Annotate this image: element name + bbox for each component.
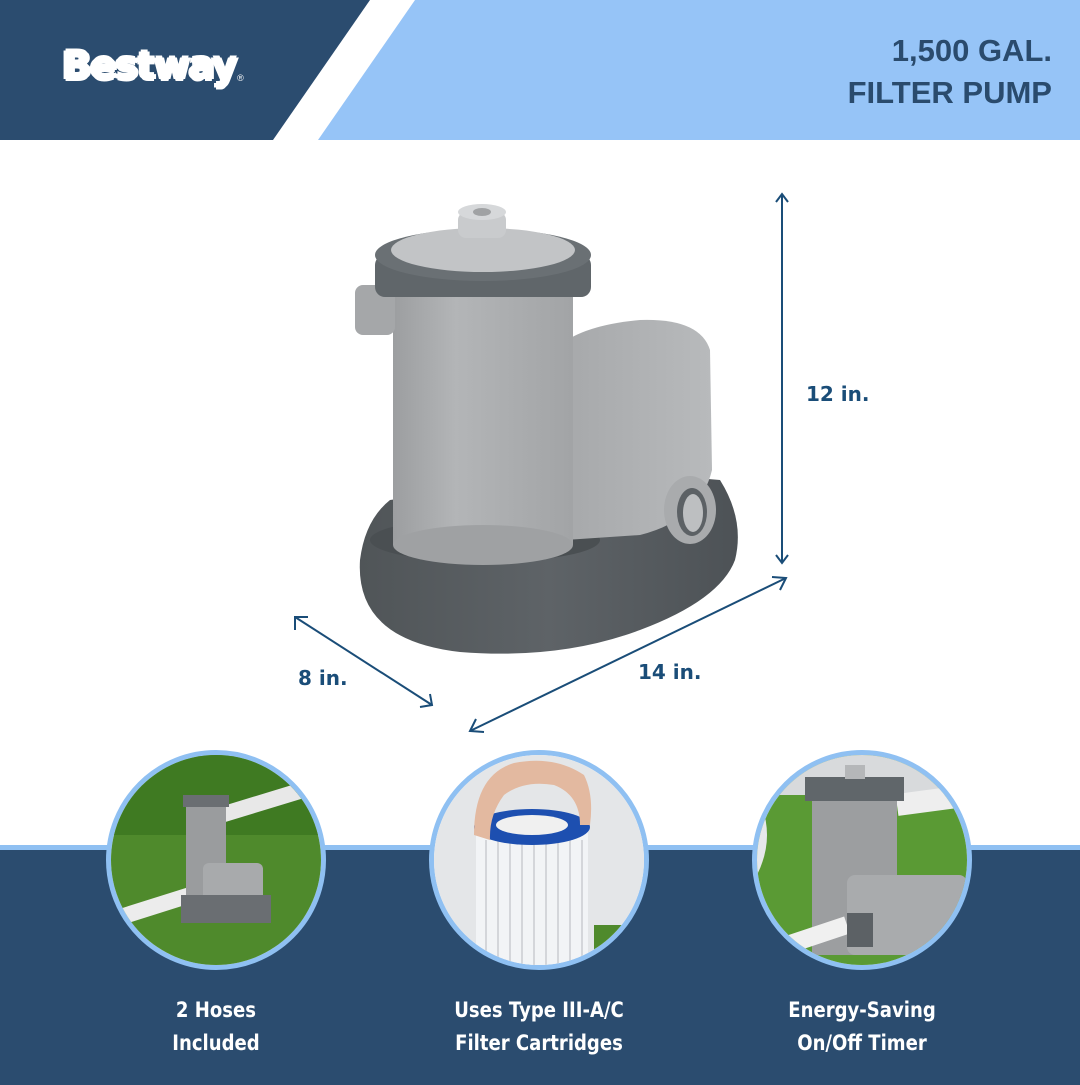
feature-image-hoses [106,750,326,970]
registered-mark: ® [237,73,244,83]
header-banner: Bestway® 1,500 GAL. FILTER PUMP [0,0,1080,140]
caption-line1: Energy-Saving [788,998,936,1022]
caption-line1: Uses Type III-A/C [454,998,624,1022]
brand-logo: Bestway® [56,42,250,91]
caption-line2: Filter Cartridges [455,1031,623,1055]
feature-caption: 2 Hoses Included [121,994,310,1060]
depth-arrow [294,616,433,706]
dimension-lines [294,192,789,733]
feature-image-cartridge [429,750,649,970]
product-title: 1,500 GAL. FILTER PUMP [848,30,1052,114]
width-arrow [469,577,787,732]
caption-line2: On/Off Timer [797,1031,927,1055]
depth-label: 8 in. [298,666,348,690]
feature-cartridges: Uses Type III-A/C Filter Cartridges [429,750,649,1060]
lid [391,228,575,272]
caption-line2: Included [172,1031,260,1055]
height-label: 12 in. [806,382,870,406]
filter-chamber [393,280,573,545]
pump-illustration [294,192,789,733]
feature-caption: Energy-Saving On/Off Timer [767,994,956,1060]
inlet-port [355,285,395,335]
product-title-line2: FILTER PUMP [847,75,1052,110]
product-title-line1: 1,500 GAL. [891,33,1052,68]
feature-timer: Energy-Saving On/Off Timer [752,750,972,1060]
caption-line1: 2 Hoses [175,998,257,1022]
feature-hoses: 2 Hoses Included [106,750,326,1060]
header-background [0,0,1080,140]
width-label: 14 in. [638,660,702,684]
feature-image-pump-closeup [752,750,972,970]
brand-name: Bestway [62,44,238,89]
feature-caption: Uses Type III-A/C Filter Cartridges [444,994,633,1060]
